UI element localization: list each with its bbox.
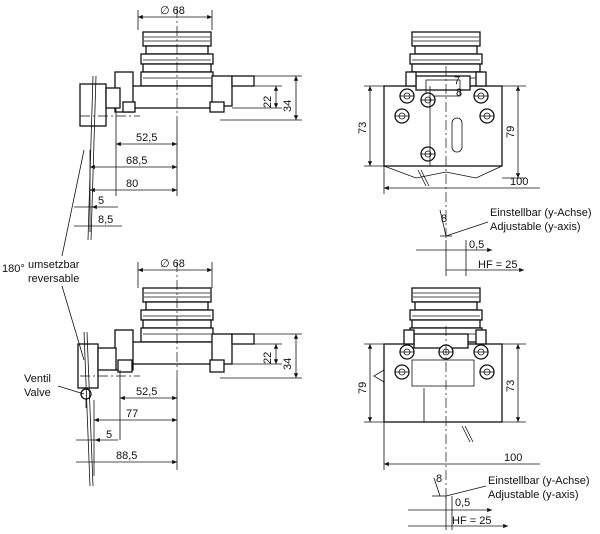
dim-w52-bottom: 52,5 — [136, 386, 157, 398]
label-ventil: Ventil — [24, 373, 51, 385]
dim-d68-top: ∅ 68 — [160, 5, 185, 17]
label-adjustable-top: Adjustable (y-axis) — [490, 221, 580, 233]
left-labels: 180° umsetzbar reversable Ventil Valve — [2, 149, 85, 399]
front-view-top: 8 7 8 — [383, 31, 503, 240]
dim-w88-bottom: 88,5 — [116, 450, 137, 462]
side-view-top — [79, 8, 255, 241]
dim-w52-top: 52,5 — [136, 132, 157, 144]
dim-w5-bottom: 5 — [106, 429, 112, 441]
label-adjustable-bottom: Adjustable (y-axis) — [488, 489, 578, 501]
dim-hf-top: HF = 25 — [478, 259, 517, 271]
dim-d68-bottom: ∅ 68 — [160, 258, 185, 270]
dim-v05-bottom: 0,5 — [455, 497, 470, 509]
label-angle: 180° — [2, 263, 25, 275]
dim-h79-bottom: 79 — [357, 382, 369, 394]
dimensions-top-right: 73 79 100 0,5 HF = 25 Einstellbar (y-Ach… — [357, 85, 591, 276]
dim-h79-top: 79 — [505, 126, 517, 138]
dim-w68-top: 68,5 — [126, 155, 147, 167]
dim-w5-top: 5 — [98, 195, 104, 207]
dim-w100-bottom: 100 — [504, 452, 522, 464]
mark-8-bottom: 8 — [436, 473, 442, 485]
label-umsetzbar: umsetzbar — [28, 259, 80, 271]
dim-h73-bottom: 73 — [505, 380, 517, 392]
dim-v05-top: 0,5 — [469, 239, 484, 251]
mark-8-top: 8 — [441, 213, 447, 225]
dim-h22-top: 22 — [262, 96, 274, 108]
dim-h34-top: 34 — [282, 100, 294, 112]
dimensions-bottom-left: ∅ 68 22 34 52,5 77 5 88,5 — [76, 258, 302, 476]
label-einstellbar-bottom: Einstellbar (y-Achse) — [488, 475, 589, 487]
dim-hf-bottom: HF = 25 — [452, 515, 491, 527]
dim-w77-bottom: 77 — [126, 408, 138, 420]
dim-w80-top: 80 — [126, 178, 138, 190]
dim-h22-bottom: 22 — [262, 352, 274, 364]
mark-8b-top: 8 — [456, 87, 462, 99]
dim-h34-bottom: 34 — [282, 358, 294, 370]
dimensions-bottom-right: 79 73 100 0,5 HF = 25 Einstellbar (y-Ach… — [357, 343, 589, 530]
label-valve: Valve — [24, 387, 51, 399]
mark-7-top: 7 — [454, 75, 460, 87]
label-einstellbar-top: Einstellbar (y-Achse) — [490, 207, 591, 219]
dim-w8-top: 8,5 — [98, 214, 113, 226]
dim-h73-top: 73 — [357, 122, 369, 134]
side-view-bottom — [77, 262, 255, 487]
dimensions-top-left: ∅ 68 22 34 52,5 68,5 80 5 8,5 — [74, 5, 302, 232]
dim-w100-top: 100 — [510, 176, 528, 188]
front-view-bottom: 8 — [373, 287, 503, 500]
label-reversable: reversable — [28, 273, 79, 285]
